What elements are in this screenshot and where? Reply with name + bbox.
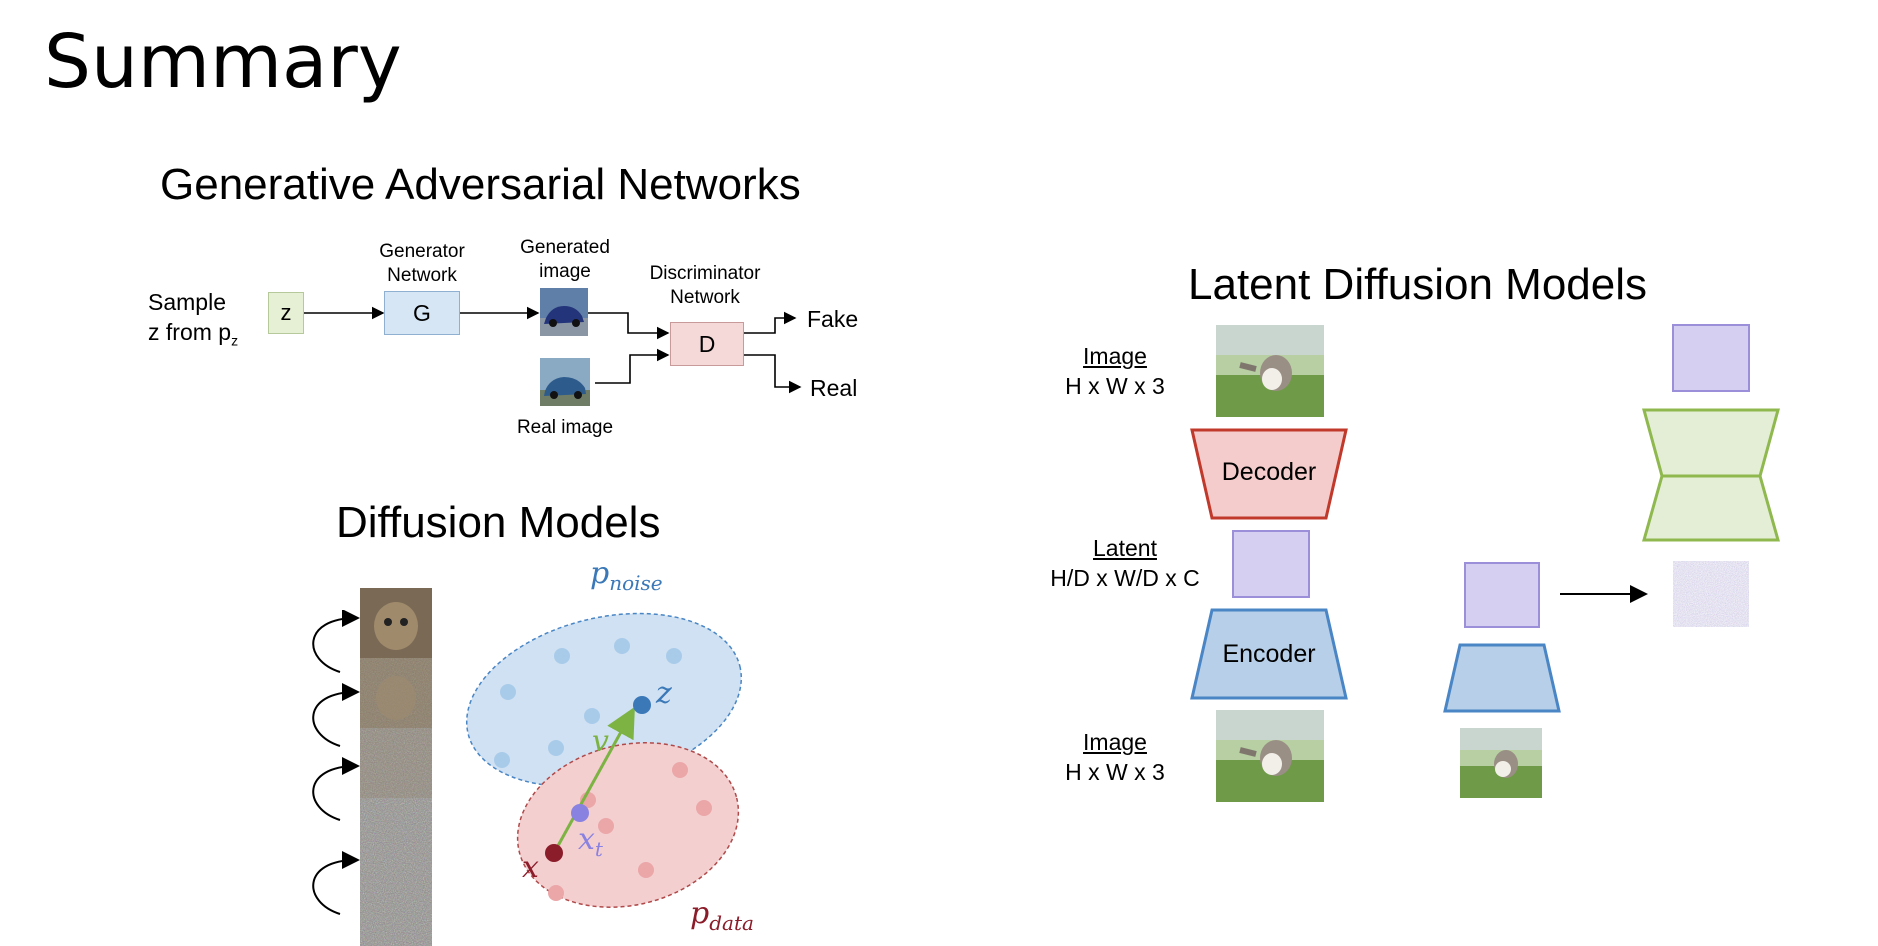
noisy-latent-box — [1672, 560, 1750, 628]
arrow-d-to-fake — [744, 311, 797, 334]
image-bottom-label: Image H x W x 3 — [1065, 729, 1165, 785]
image-bottom — [1216, 710, 1324, 802]
encoder-block — [1190, 608, 1348, 700]
generated-image — [540, 288, 588, 336]
decoder-block — [1190, 428, 1348, 520]
x-label: x — [522, 850, 539, 885]
interpolated-point — [571, 804, 589, 822]
v-label: v — [592, 724, 609, 759]
arrow-to-noise — [1560, 585, 1648, 603]
velocity-arrow — [552, 706, 635, 854]
real-image — [540, 358, 590, 406]
generated-image-label: Generated image — [520, 237, 610, 282]
arrow-generated-to-d — [588, 312, 670, 340]
noising-image-strip — [360, 588, 432, 946]
latent-box-2 — [1464, 562, 1540, 628]
p-data-label: pdata — [690, 896, 754, 935]
gan-title: Generative Adversarial Networks — [160, 160, 801, 209]
real-image-label: Real image — [516, 417, 614, 438]
discriminator-box: D — [670, 322, 744, 366]
unet-block — [1642, 408, 1780, 542]
latent-output-box — [1672, 324, 1750, 392]
ldm-title: Latent Diffusion Models — [1188, 260, 1648, 309]
image-top — [1216, 325, 1324, 417]
gan-connectors — [304, 306, 802, 394]
data-sample-point — [545, 844, 563, 862]
z-box: z — [268, 292, 304, 334]
latent-label: Latent H/D x W/D x C — [1050, 535, 1200, 591]
encoder-label: Encoder — [1222, 640, 1316, 668]
p-noise-label: pnoise — [590, 556, 663, 595]
noise-sample-point — [633, 696, 651, 714]
latent-box — [1232, 530, 1310, 598]
image-bottom-2 — [1460, 728, 1542, 798]
decoder-label: Decoder — [1221, 458, 1317, 486]
real-output-label: Real — [810, 375, 858, 401]
generator-label: Generator Network — [379, 241, 465, 286]
generator-box: G — [384, 291, 460, 335]
diffusion-title: Diffusion Models — [336, 498, 661, 547]
encoder-block-2 — [1443, 643, 1561, 713]
z-point-label: z — [656, 676, 672, 711]
slide-title: Summary — [44, 19, 402, 105]
data-distribution-region — [516, 742, 740, 908]
arrow-real-to-d — [595, 348, 670, 384]
sample-label: Sample z from pz — [148, 289, 239, 349]
fake-output-label: Fake — [807, 306, 859, 332]
arrow-d-to-real — [744, 354, 802, 394]
image-top-label: Image H x W x 3 — [1065, 343, 1165, 399]
discriminator-label: Discriminator Network — [649, 263, 761, 308]
xt-label: xt — [578, 822, 603, 861]
distribution-diagram — [465, 612, 743, 908]
denoise-step-arrows — [312, 610, 360, 915]
